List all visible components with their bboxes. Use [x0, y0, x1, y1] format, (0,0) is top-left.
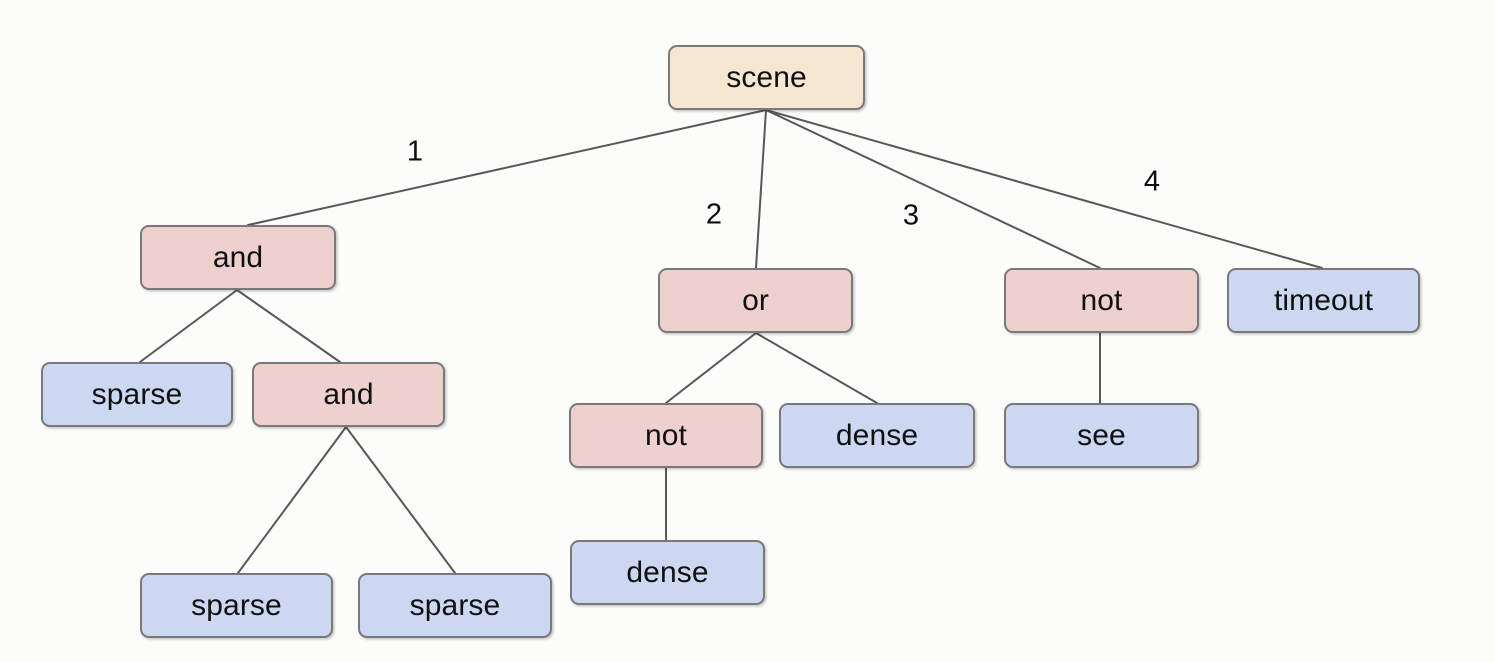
tree-node-timeout[interactable]: timeout: [1227, 268, 1420, 333]
tree-node-label: and: [323, 377, 374, 411]
tree-node-scene[interactable]: scene: [668, 45, 865, 110]
edge-label-2: 2: [705, 198, 723, 231]
tree-node-label: not: [644, 418, 687, 452]
tree-node-not2[interactable]: not: [1004, 268, 1199, 333]
tree-node-sparse2[interactable]: sparse: [140, 573, 333, 638]
tree-node-label: see: [1077, 418, 1126, 452]
tree-edge-and1-to-sparse1: [139, 289, 238, 363]
tree-edge-or1-to-not1: [665, 332, 757, 404]
tree-node-sparse1[interactable]: sparse: [41, 362, 233, 427]
edge-label-3: 3: [902, 199, 920, 232]
tree-node-label: dense: [835, 418, 919, 452]
edge-label-1: 1: [406, 135, 424, 168]
tree-node-label: sparse: [409, 588, 501, 622]
tree-edge-scene-to-or1: [755, 109, 767, 269]
tree-node-label: or: [742, 283, 769, 317]
tree-edge-scene-to-timeout: [765, 109, 1323, 269]
tree-edge-scene-to-not2: [765, 109, 1101, 269]
tree-node-and1[interactable]: and: [140, 225, 336, 290]
tree-node-label: sparse: [91, 377, 183, 411]
tree-node-and2[interactable]: and: [252, 362, 445, 427]
tree-node-label: not: [1080, 283, 1123, 317]
tree-node-label: and: [212, 240, 264, 274]
tree-node-dense1[interactable]: dense: [779, 403, 975, 468]
tree-node-dense2[interactable]: dense: [570, 540, 765, 605]
tree-node-see1[interactable]: see: [1004, 403, 1199, 468]
tree-node-not1[interactable]: not: [569, 403, 763, 468]
tree-edge-scene-to-and1: [247, 109, 767, 226]
tree-node-label: timeout: [1273, 283, 1374, 317]
tree-node-label: scene: [726, 60, 807, 94]
tree-edge-or1-to-dense1: [755, 332, 878, 404]
tree-node-label: dense: [626, 555, 709, 589]
tree-node-or1[interactable]: or: [658, 268, 853, 333]
tree-edge-and1-to-and2: [236, 289, 341, 363]
tree-edge-and2-to-sparse3: [345, 426, 456, 574]
tree-node-sparse3[interactable]: sparse: [358, 573, 552, 638]
tree-edge-and2-to-sparse2: [237, 426, 347, 574]
edge-label-4: 4: [1143, 165, 1161, 198]
tree-node-label: sparse: [191, 588, 282, 622]
